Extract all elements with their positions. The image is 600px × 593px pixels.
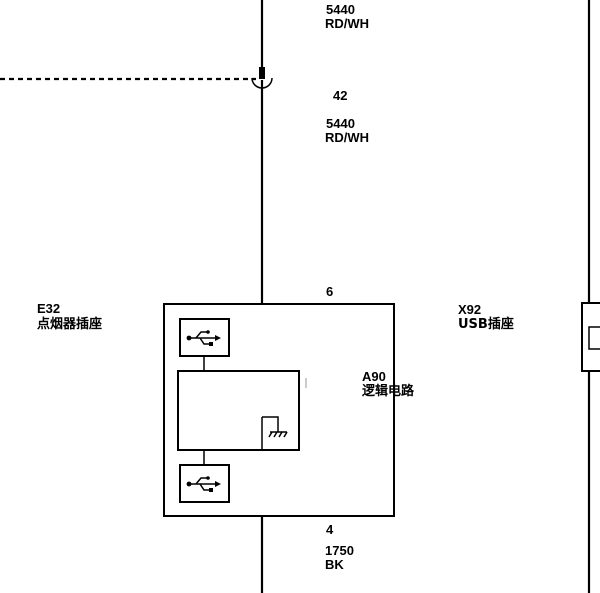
top-wire-circuit: 5440 bbox=[326, 2, 355, 17]
mid-wire-circuit: 5440 bbox=[326, 116, 355, 131]
bottom-wire-color: BK bbox=[325, 557, 344, 572]
splice-connector-icon bbox=[251, 67, 273, 89]
center-component-name: 逻辑电路 bbox=[362, 383, 415, 399]
left-component-id: E32 bbox=[37, 301, 60, 316]
left-component-name: 点烟器插座 bbox=[37, 316, 102, 332]
mid-wire-color: RD/WH bbox=[325, 130, 369, 145]
usb-icon bbox=[179, 318, 230, 357]
pin-top: 6 bbox=[326, 284, 333, 299]
usb-socket-connector bbox=[581, 302, 600, 372]
logic-circuit-block bbox=[177, 370, 300, 451]
right-component-id: X92 bbox=[458, 302, 481, 317]
pin-bottom: 4 bbox=[326, 522, 334, 537]
right-component-name: USB插座 bbox=[458, 316, 514, 332]
usb-icon bbox=[179, 464, 230, 503]
splice-circuit: 42 bbox=[333, 88, 347, 103]
center-component-id: A90 bbox=[362, 369, 386, 384]
bottom-wire-circuit: 1750 bbox=[325, 543, 354, 558]
top-wire-color: RD/WH bbox=[325, 16, 369, 31]
ground-icon bbox=[262, 416, 288, 438]
